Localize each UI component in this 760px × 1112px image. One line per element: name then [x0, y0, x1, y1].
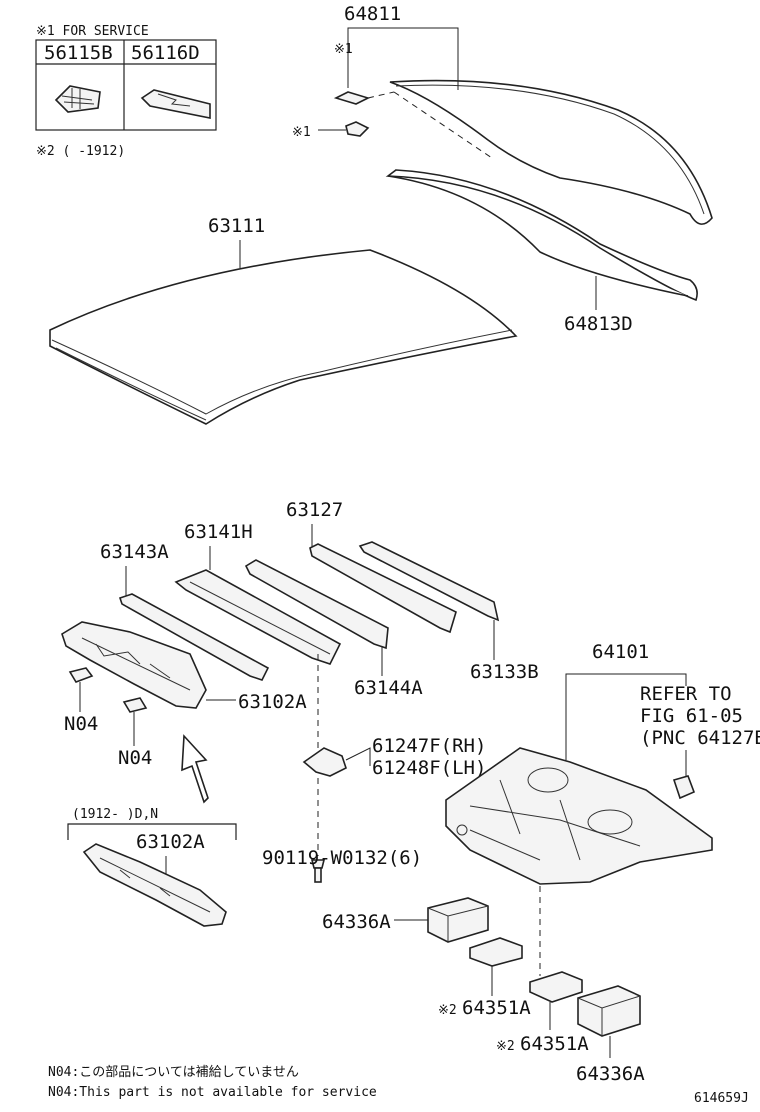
insulator-64351a-upper [469, 937, 523, 967]
service-part-56115b: 56115B [44, 42, 113, 64]
roof-bow-63144a [244, 559, 389, 650]
label-63102a-lower: 63102A [136, 831, 205, 853]
note-jp: N04:この部品については補給していません [48, 1065, 299, 1080]
label-63141h: 63141H [184, 521, 253, 543]
silencer-pad-64336a-upper [427, 897, 489, 943]
label-90119: 90119-W0132(6) [262, 847, 422, 869]
label-63133b: 63133B [470, 661, 539, 683]
refer-line-1: REFER TO [640, 683, 732, 705]
silencer-pad-64336a-lower [577, 985, 641, 1037]
label-63127: 63127 [286, 499, 343, 521]
label-64336a-upper: 64336A [322, 911, 391, 933]
roof-gusset-bracket [302, 747, 347, 777]
roof-bow-63143a [118, 593, 270, 681]
label-63144a: 63144A [354, 677, 423, 699]
label-64351a-upper: 64351A [462, 997, 531, 1019]
clip-64127b [672, 775, 696, 800]
service-mark-1b: ※1 [292, 125, 311, 140]
label-64351a-lower: 64351A [520, 1033, 589, 1055]
service-box: ※1 FOR SERVICE 56115B 56116D [35, 24, 217, 131]
back-window-glass [389, 79, 713, 225]
label-64101: 64101 [592, 641, 649, 663]
service-mark-2b: ※2 [496, 1039, 515, 1054]
n04-pad-a [68, 667, 94, 683]
label-64811: 64811 [344, 3, 401, 25]
seal-56116d-illustration [140, 89, 211, 119]
label-64813d: 64813D [564, 313, 633, 335]
label-63143a: 63143A [100, 541, 169, 563]
label-n04-b: N04 [118, 747, 152, 769]
front-header-panel-upper [61, 621, 207, 709]
service-part-56116d: 56116D [131, 42, 200, 64]
roof-rail-63133b [358, 541, 500, 622]
service-mark-2a: ※2 [438, 1003, 457, 1018]
window-dam-weatherstrip [385, 169, 698, 302]
label-n04-a: N04 [64, 713, 98, 735]
label-64336a-lower: 64336A [576, 1063, 645, 1085]
range-note: (1912- )D,N [72, 807, 158, 822]
label-61247f: 61247F(RH) [372, 735, 486, 757]
label-61248f: 61248F(LH) [372, 757, 486, 779]
insulator-64351a-lower [529, 971, 583, 1003]
footnote-top: ※2 ( -1912) [36, 144, 125, 159]
refer-line-2: FIG 61-05 [640, 705, 743, 727]
note-en: N04:This part is not available for servi… [48, 1085, 377, 1100]
clip-56115b-illustration [54, 85, 101, 113]
figure-id: 614659J [694, 1091, 749, 1106]
bolt-90119 [310, 859, 326, 883]
replacement-arrow [181, 734, 209, 804]
n04-pad-b [122, 697, 148, 713]
label-63102a-upper: 63102A [238, 691, 307, 713]
glass-clip-lower [345, 121, 370, 137]
roof-panel [49, 249, 518, 425]
rear-package-tray [445, 747, 713, 885]
roof-bow-63127 [309, 543, 457, 634]
refer-line-3: (PNC 64127B) [640, 727, 760, 749]
service-box-title: ※1 FOR SERVICE [36, 24, 149, 39]
glass-clip-upper [333, 91, 371, 105]
label-63111: 63111 [208, 215, 265, 237]
front-header-panel-lower [82, 843, 227, 927]
roof-bow-63141h [174, 569, 342, 665]
service-box-frame [35, 39, 217, 131]
service-mark-1a: ※1 [334, 42, 353, 57]
